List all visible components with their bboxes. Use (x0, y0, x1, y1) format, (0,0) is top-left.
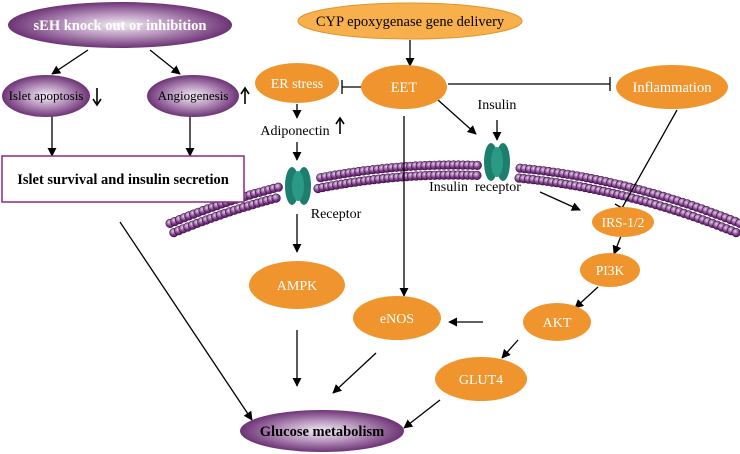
cyp-gene-delivery-node: CYP epoxygenase gene delivery (297, 2, 523, 40)
membrane-bead (271, 193, 281, 203)
angiogenesis-label: Angiogenesis (158, 88, 229, 103)
seh-knockout-label: sEH knock out or inhibition (34, 18, 207, 34)
seh-knockout-node: sEH knock out or inhibition (8, 2, 232, 48)
membrane-bead (472, 170, 482, 180)
islet-survival-box: Islet survival and insulin secretion (1, 155, 245, 203)
down-arrow-icon (92, 88, 102, 107)
receptor-label: Receptor (311, 207, 362, 222)
akt-node: AKT (523, 303, 591, 341)
up-arrow-icon (335, 116, 345, 134)
insulin-receptor-label: Insulin receptor (429, 180, 521, 195)
adiponectin-receptor-icon (285, 167, 311, 205)
inflammation-node: Inflammation (616, 65, 728, 109)
ampk-label: AMPK (277, 279, 317, 294)
akt-label: AKT (543, 316, 572, 331)
islet-apoptosis-label: Islet apoptosis (9, 88, 84, 103)
enos-node: eNOS (353, 296, 441, 340)
pi3k-label: PI3K (596, 263, 625, 278)
glucose-metabolism-label: Glucose metabolism (260, 424, 384, 440)
eet-label: EET (391, 80, 418, 96)
membrane-bead (731, 228, 740, 238)
membrane-bead (472, 160, 482, 170)
pi3k-node: PI3K (580, 253, 640, 287)
adiponectin-label: Adiponectin (260, 124, 329, 139)
enos-label: eNOS (380, 312, 414, 327)
cell-membrane (165, 160, 740, 238)
pathway-arrows (47, 40, 678, 429)
membrane-bead (273, 182, 283, 192)
inflammation-label: Inflammation (633, 80, 713, 96)
er-stress-label: ER stress (271, 77, 324, 92)
islet-survival-label: Islet survival and insulin secretion (17, 172, 229, 188)
irs-label: IRS-1/2 (602, 215, 645, 230)
insulin-label: Insulin (478, 98, 517, 113)
glut4-label: GLUT4 (459, 373, 503, 388)
cyp-gene-delivery-label: CYP epoxygenase gene delivery (316, 14, 505, 30)
irs-node: IRS-1/2 (592, 207, 654, 237)
glucose-metabolism-node: Glucose metabolism (240, 410, 404, 452)
er-stress-node: ER stress (255, 63, 339, 103)
ampk-node: AMPK (249, 261, 345, 309)
angiogenesis-node: Angiogenesis (147, 75, 250, 117)
insulin-receptor-icon (484, 143, 510, 181)
islet-apoptosis-node: Islet apoptosis (2, 75, 102, 117)
eet-node: EET (361, 65, 447, 109)
glut4-node: GLUT4 (435, 357, 527, 401)
up-arrow-icon (240, 86, 250, 104)
